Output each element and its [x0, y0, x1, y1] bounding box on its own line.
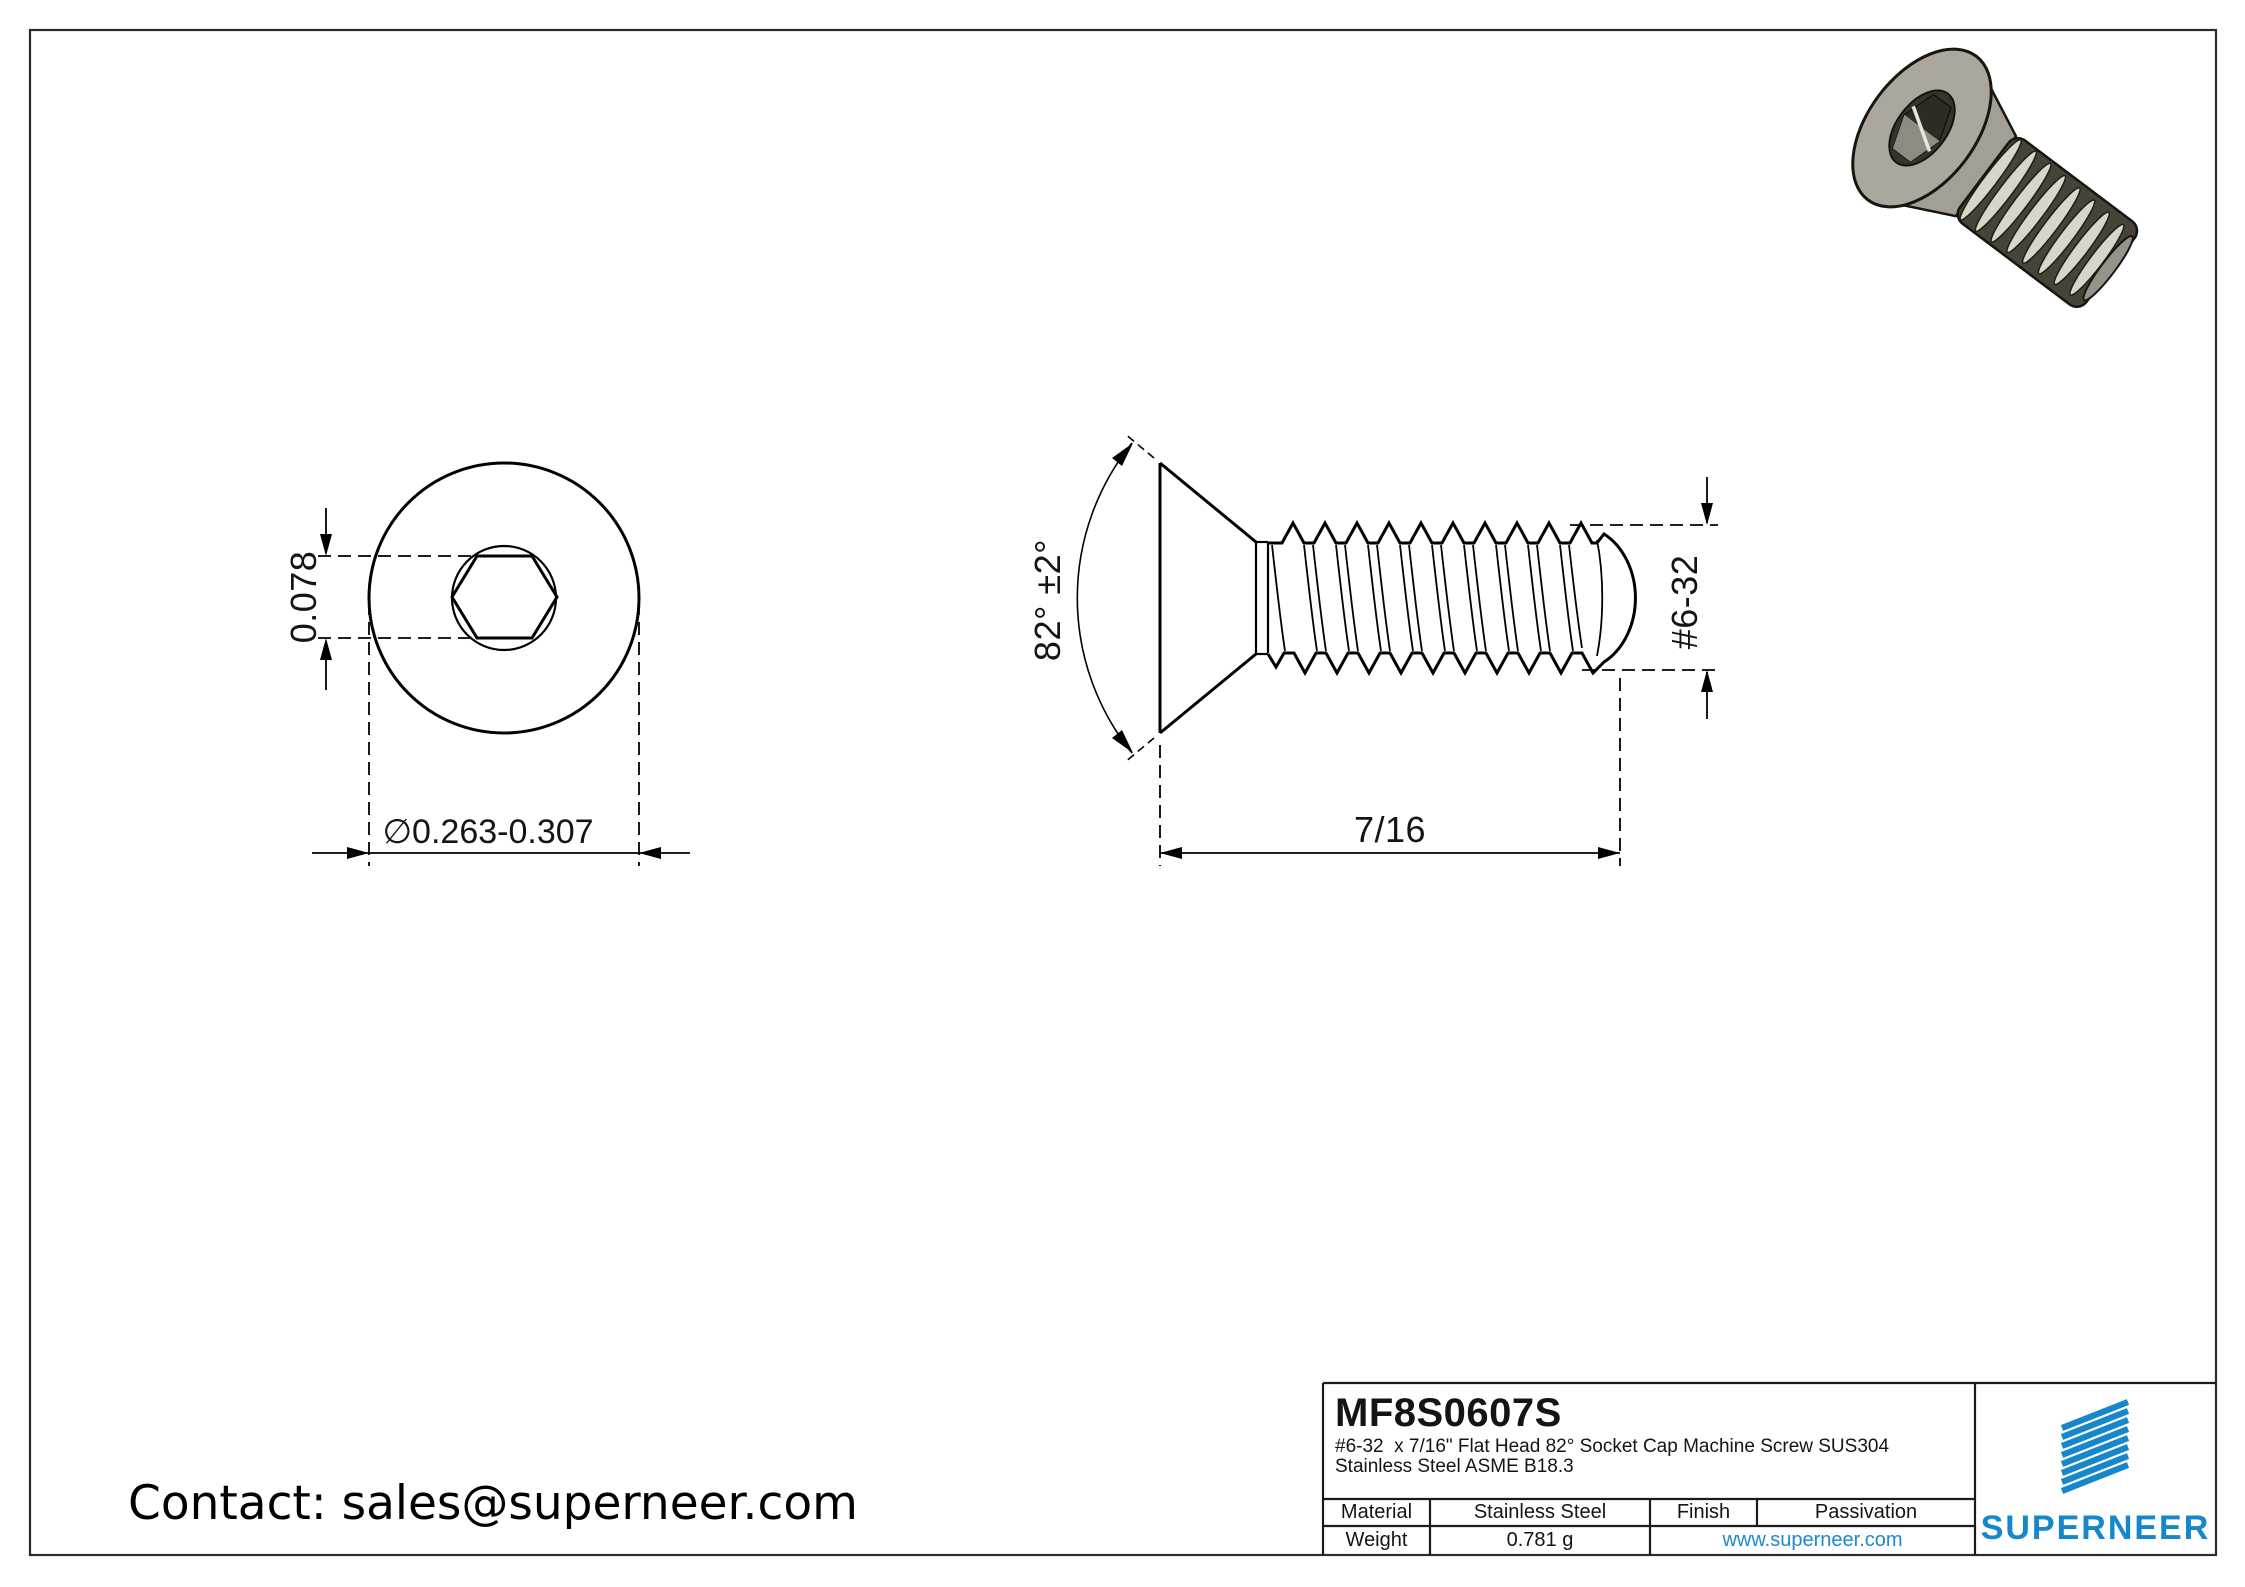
thread-silhouette [1266, 519, 1637, 677]
side-view [1076, 432, 1718, 866]
front-view [312, 461, 690, 866]
weight-label: Weight [1345, 1529, 1408, 1551]
thread-ridge [2053, 211, 2111, 286]
website-link[interactable]: www.superneer.com [1722, 1529, 1903, 1551]
socket-wall-highlight [1892, 114, 1940, 162]
arrowhead [639, 847, 661, 859]
arrowhead [1112, 443, 1133, 466]
part-description: #6-32 x 7/16" Flat Head 82° Socket Cap M… [1335, 1436, 1895, 1477]
socket-circle [450, 544, 558, 652]
thread-size-label: #6-32 [1664, 554, 1705, 650]
logo-stripe [2060, 1462, 2130, 1494]
head-outline-circle [367, 461, 641, 735]
arrowhead [1701, 670, 1713, 692]
countersink-angle-label: 82° ±2° [1027, 538, 1068, 662]
extension-line [1123, 737, 1155, 764]
material-label: Material [1340, 1501, 1413, 1523]
screw-3d-render [1851, 47, 2139, 309]
logo-stripe [2060, 1444, 2130, 1476]
thread-ridge [2006, 174, 2067, 254]
socket-dimension-label: 0.078 [283, 550, 324, 644]
extension-line [1123, 432, 1155, 459]
contact-email-line: Contact: sales@superneer.com [128, 1475, 858, 1531]
arrowhead [1598, 847, 1620, 859]
logo-stripe [2060, 1453, 2130, 1485]
material-value: Stainless Steel [1473, 1501, 1607, 1523]
head-diameter-label: ∅0.263-0.307 [382, 813, 594, 851]
sheet-inner-border [28, 28, 2218, 1557]
logo-stripe [2060, 1426, 2130, 1458]
superneer-logo-icon [2060, 1399, 2130, 1494]
weight-value: 0.781 g [1506, 1529, 1574, 1551]
arrowhead [1160, 847, 1182, 859]
angle-dimension-arc [1076, 442, 1133, 754]
logo-stripe [2060, 1417, 2130, 1449]
logo-stripe [2060, 1399, 2130, 1431]
thread-ridge [1959, 138, 2022, 221]
thread-ridge [2021, 187, 2081, 264]
arrowhead [347, 847, 369, 859]
brand-name: SUPERNEER [1980, 1508, 2211, 1547]
thread-ridge [1990, 162, 2052, 243]
thread-ridge [2037, 199, 2096, 275]
finish-value: Passivation [1814, 1501, 1918, 1523]
arrowhead [1112, 730, 1133, 753]
arrowhead [320, 638, 332, 660]
screw-length-label: 7/16 [1353, 809, 1427, 850]
logo-stripe [2060, 1408, 2130, 1440]
countersink-edge [1159, 461, 1257, 544]
part-number: MF8S0607S [1335, 1390, 1562, 1435]
thread-ridge [2069, 223, 2125, 296]
finish-label: Finish [1676, 1501, 1731, 1523]
title-block-borders [1321, 1381, 2216, 1555]
socket-glint [1911, 105, 1932, 152]
hex-socket-outline [450, 554, 559, 640]
thread-flank-lines [1271, 539, 1604, 657]
thread-ridges-3d [1959, 138, 2125, 296]
arrowhead [1701, 503, 1713, 525]
logo-stripe [2060, 1435, 2130, 1467]
thread-ridge [1974, 150, 2038, 233]
arrowhead [320, 534, 332, 556]
countersink-edge [1159, 652, 1257, 735]
